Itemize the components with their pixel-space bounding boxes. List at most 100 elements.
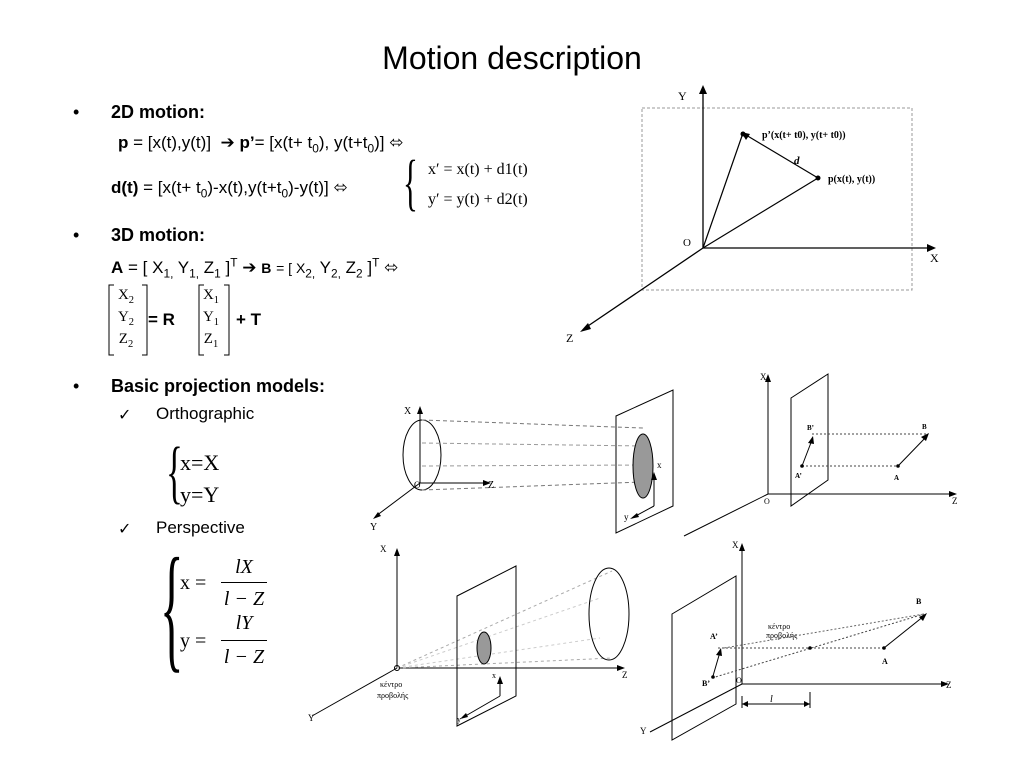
- image-y-label: y: [457, 715, 461, 724]
- persp-y-den: l − Z: [223, 646, 265, 668]
- persp-y-num: lY: [235, 612, 253, 634]
- persp-x-den: l − Z: [223, 588, 265, 610]
- B-part: = [ X: [276, 260, 306, 276]
- d-part: )-y(t)]: [288, 178, 329, 197]
- subscript: 2,: [330, 266, 341, 281]
- system-brace: {: [403, 149, 418, 217]
- persp-x-lhs: x =: [180, 572, 207, 594]
- subscript: 1,: [189, 266, 200, 281]
- iff-arrow-icon: ⬄: [389, 133, 404, 152]
- check-icon: ✓: [118, 521, 132, 538]
- axis-y-label: Y: [640, 726, 647, 736]
- origin-label: O: [764, 497, 770, 506]
- superscript: T: [230, 255, 238, 270]
- implies-arrow-icon: ➔: [220, 133, 235, 152]
- check-icon: ✓: [118, 407, 132, 424]
- A-part: Z: [199, 258, 215, 277]
- bullet-marker: •: [73, 102, 80, 122]
- axis-y-label: Y: [370, 522, 377, 533]
- bullet-marker: •: [73, 376, 80, 396]
- d-vector-label: d: [794, 155, 800, 167]
- axis-z-label: Z: [488, 480, 494, 491]
- p-point-label: p(x(t), y(t)): [828, 174, 875, 185]
- point-A: A: [894, 474, 899, 482]
- B-part: Y: [315, 258, 331, 277]
- superscript: T: [372, 255, 380, 270]
- fraction-bar: [221, 582, 267, 583]
- system-line-1: x′ = x(t) + d1(t): [428, 161, 528, 178]
- subscript: 1,: [163, 266, 174, 281]
- pprime-point-label: p’(x(t+ t0), y(t+ t0)): [762, 130, 846, 141]
- A-part: ]: [220, 258, 231, 277]
- d-label: d(t): [111, 178, 139, 197]
- matrix-entry: X1: [202, 287, 220, 306]
- plus-T: + T: [236, 310, 262, 329]
- subscript: 0: [281, 186, 289, 201]
- p-label: p: [118, 133, 129, 152]
- ortho-points-figure: X Z O B’ B A’ A: [683, 372, 958, 537]
- matrix-right: X1 Y1 Z1: [198, 284, 224, 350]
- point-A: A: [882, 657, 888, 666]
- subscript: 0: [367, 141, 375, 156]
- center-label-1: κέντρο: [768, 622, 790, 631]
- point-B-prime: B’: [702, 679, 710, 688]
- ortho-eq-1: x=X: [180, 450, 220, 475]
- axis-z-label: Z: [622, 670, 628, 680]
- subscript: 2,: [305, 266, 316, 281]
- axis-x-label: X: [380, 544, 387, 554]
- heading-projection: Basic projection models:: [111, 376, 326, 396]
- B-part: ]: [362, 258, 373, 277]
- p-equation: p = [x(t),y(t)] ➔ p’= [x(t+ t0), y(t+t0)…: [118, 133, 404, 156]
- image-y-label: y: [624, 512, 629, 522]
- iff-arrow-icon: ⬄: [384, 258, 399, 277]
- axis-x-label: X: [760, 372, 767, 382]
- axis-x-label: X: [404, 406, 412, 417]
- image-x-label: x: [657, 460, 662, 470]
- slide-title: Motion description: [382, 40, 642, 76]
- l-label: l: [770, 694, 773, 705]
- B-part: Z: [340, 258, 356, 277]
- axis-y-label: Y: [308, 713, 315, 723]
- subscript: 0: [200, 186, 208, 201]
- matrix-left: X2 Y2 Z2: [111, 284, 141, 350]
- axis-z-label: Z: [946, 680, 952, 690]
- origin-label: O: [736, 676, 742, 685]
- matrix-entry: X2: [117, 287, 135, 306]
- axis-z-label: Z: [952, 496, 958, 506]
- origin-label: O: [414, 480, 421, 490]
- pprime-label: p’: [239, 133, 255, 152]
- ortho-eq-2: y=Y: [180, 482, 220, 507]
- ortho-brace: {: [166, 434, 183, 511]
- pprime-part: ), y(t+t: [318, 133, 368, 152]
- fraction-bar: [221, 640, 267, 641]
- point-A-prime: A’: [710, 632, 718, 641]
- persp-brace: {: [160, 530, 184, 685]
- B-label: B: [261, 260, 272, 276]
- orthographic-label: Orthographic: [156, 404, 255, 423]
- iff-arrow-icon: ⬄: [333, 178, 348, 197]
- axis-x-label: X: [732, 540, 739, 550]
- bullet-marker: •: [73, 225, 80, 245]
- d-part: )-x(t),y(t+t: [207, 178, 282, 197]
- A-label: A: [111, 258, 124, 277]
- persp-x-num: lX: [235, 556, 253, 578]
- matrix-entry: Z2: [118, 331, 134, 350]
- center-label-2: προβολής: [377, 691, 409, 700]
- heading-3d-motion: 3D motion:: [111, 225, 205, 245]
- center-label-1: κέντρο: [380, 680, 402, 689]
- d-equation: d(t) = [x(t+ t0)-x(t),y(t+t0)-y(t)] ⬄: [111, 178, 348, 201]
- A-part: Y: [173, 258, 190, 277]
- point-B: B: [922, 423, 927, 431]
- pprime-part: )]: [374, 133, 385, 152]
- axis-y-label: Y: [678, 89, 687, 103]
- point-A-prime: A’: [795, 472, 802, 480]
- image-x-label: x: [492, 671, 496, 680]
- subscript: 2: [356, 266, 363, 281]
- center-label-2: προβολής: [766, 631, 798, 640]
- matrix-entry: Y2: [117, 309, 135, 328]
- axis-x-label: X: [930, 251, 939, 265]
- axis-z-label: Z: [566, 331, 573, 345]
- equals-R: = R: [148, 310, 175, 329]
- pprime-part: = [x(t+ t: [254, 133, 313, 152]
- subscript: 0: [312, 141, 319, 156]
